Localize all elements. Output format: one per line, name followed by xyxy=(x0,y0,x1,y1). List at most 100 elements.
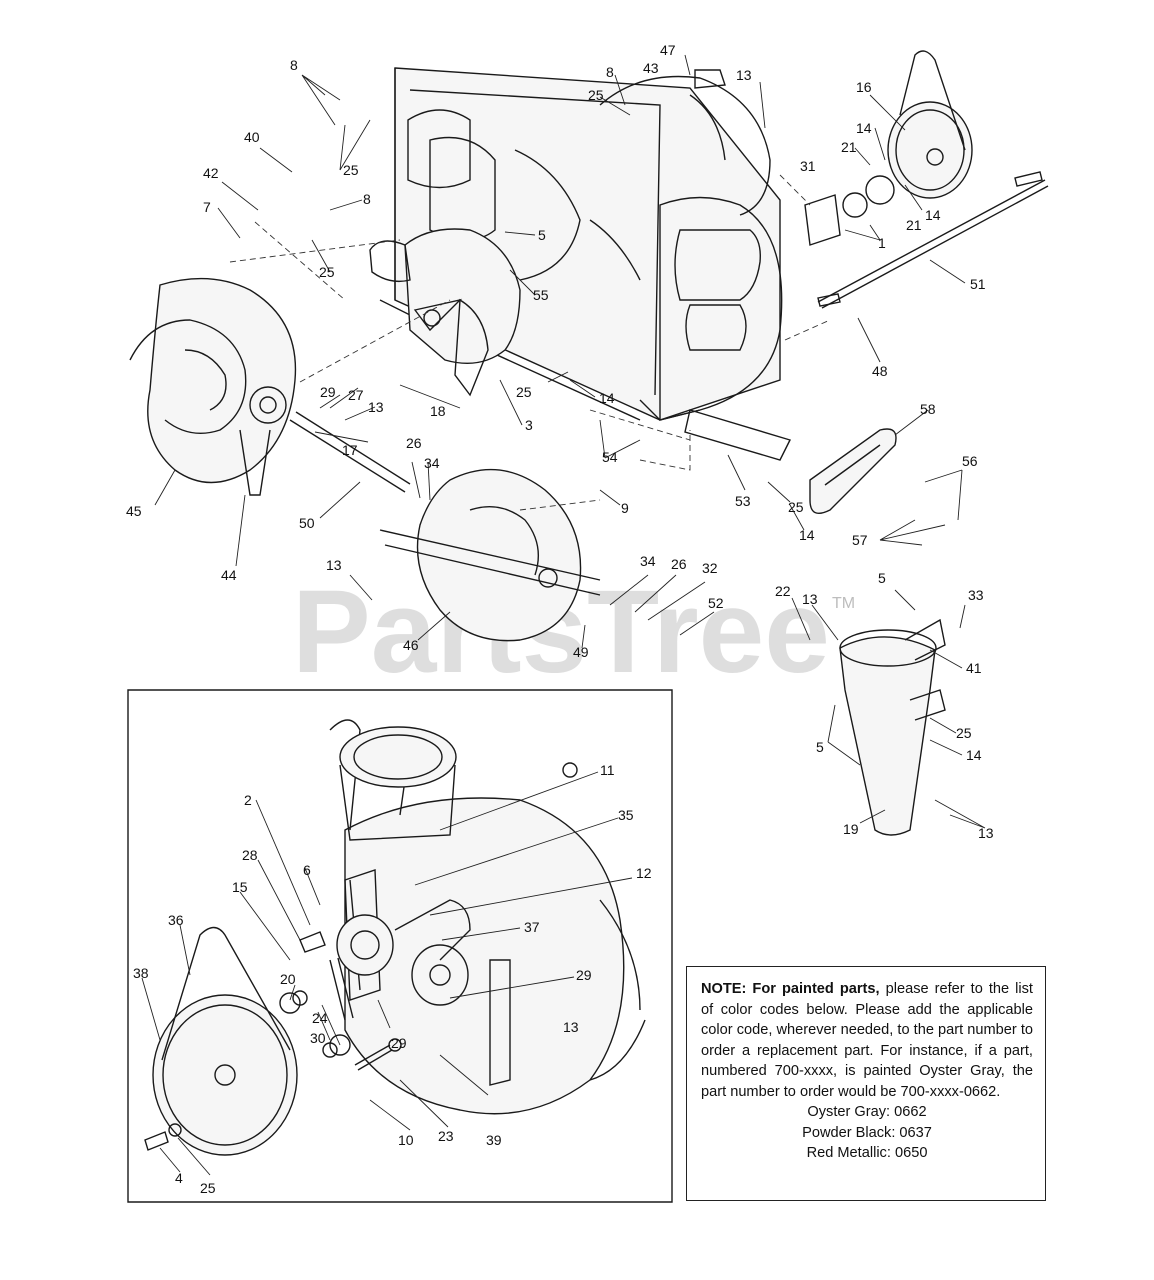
callout-19: 19 xyxy=(843,821,859,837)
bearing-and-pulley xyxy=(804,50,973,246)
callout-22: 22 xyxy=(775,583,791,599)
drive-rod xyxy=(817,171,1049,309)
callout-labels: 1 2 3 4 5 5 5 6 7 8 8 8 9 10 11 12 13 13… xyxy=(126,42,994,1196)
color-code-powder-black: Powder Black: 0637 xyxy=(802,1124,932,1141)
callout-38: 38 xyxy=(133,965,149,981)
callout-26a: 26 xyxy=(406,435,422,451)
callout-2: 2 xyxy=(244,792,252,808)
callout-25d: 25 xyxy=(516,384,532,400)
callout-23: 23 xyxy=(438,1128,454,1144)
callout-20: 20 xyxy=(280,971,296,987)
callout-25b: 25 xyxy=(319,264,335,280)
callout-45: 45 xyxy=(126,503,142,519)
callout-1: 1 xyxy=(878,235,886,251)
callout-56: 56 xyxy=(962,453,978,469)
callout-58: 58 xyxy=(920,401,936,417)
painted-parts-note: NOTE: For painted parts, please refer to… xyxy=(686,966,1046,1201)
callout-13c: 13 xyxy=(326,557,342,573)
discharge-chute xyxy=(839,618,946,836)
callout-9: 9 xyxy=(621,500,629,516)
callout-13b: 13 xyxy=(368,399,384,415)
callout-27: 27 xyxy=(348,387,364,403)
callout-25g: 25 xyxy=(200,1180,216,1196)
callout-13d: 13 xyxy=(802,591,818,607)
callout-13f: 13 xyxy=(563,1019,579,1035)
inset-bearing-plate xyxy=(336,869,471,1006)
shave-plate xyxy=(684,409,791,461)
callout-52: 52 xyxy=(708,595,724,611)
auger-right xyxy=(379,468,601,642)
color-code-red-metallic: Red Metallic: 0650 xyxy=(806,1145,928,1161)
callout-5c: 5 xyxy=(816,739,824,755)
callout-11: 11 xyxy=(600,762,615,778)
callout-12: 12 xyxy=(636,865,652,881)
callout-51: 51 xyxy=(970,276,986,292)
callout-14d: 14 xyxy=(799,527,815,543)
callout-26b: 26 xyxy=(671,556,687,572)
callout-7: 7 xyxy=(203,199,211,215)
callout-8b: 8 xyxy=(363,191,371,207)
callout-49: 49 xyxy=(573,644,589,660)
callout-17: 17 xyxy=(342,442,358,458)
callout-42: 42 xyxy=(203,165,219,181)
callout-21b: 21 xyxy=(906,217,922,233)
callout-34a: 34 xyxy=(424,455,440,471)
callout-29c: 29 xyxy=(391,1035,407,1051)
callout-37: 37 xyxy=(524,919,540,935)
callout-29b: 29 xyxy=(576,967,592,983)
callout-30: 30 xyxy=(310,1030,326,1046)
callout-25c: 25 xyxy=(588,87,604,103)
callout-5a: 5 xyxy=(538,227,546,243)
callout-8a: 8 xyxy=(290,57,298,73)
callout-21a: 21 xyxy=(841,139,857,155)
callout-28: 28 xyxy=(242,847,258,863)
callout-13e: 13 xyxy=(978,825,994,841)
callout-54: 54 xyxy=(602,449,618,465)
callout-25f: 25 xyxy=(956,725,972,741)
callout-35: 35 xyxy=(618,807,634,823)
auger-shaft xyxy=(289,411,411,493)
callout-48: 48 xyxy=(872,363,888,379)
inset-housing xyxy=(329,719,646,1115)
color-code-list: Oyster Gray: 0662 Powder Black: 0637 Red… xyxy=(701,1102,1033,1164)
callout-53: 53 xyxy=(735,493,751,509)
callout-15: 15 xyxy=(232,879,248,895)
callout-41: 41 xyxy=(966,660,982,676)
auger-left xyxy=(129,277,297,496)
watermark-trademark: TM xyxy=(832,595,855,612)
note-text: NOTE: For painted parts, please refer to… xyxy=(701,979,1033,1102)
assembly-lines xyxy=(229,174,831,511)
callout-14c: 14 xyxy=(599,390,615,406)
skid-shoe xyxy=(809,428,897,514)
inset-small-parts xyxy=(144,931,402,1151)
callout-32: 32 xyxy=(702,560,718,576)
callout-25e: 25 xyxy=(788,499,804,515)
callout-14b: 14 xyxy=(925,207,941,223)
callout-34b: 34 xyxy=(640,553,656,569)
impeller xyxy=(369,228,521,397)
note-body: please refer to the list of color codes … xyxy=(701,981,1033,1100)
callout-50: 50 xyxy=(299,515,315,531)
callout-43: 43 xyxy=(643,60,659,76)
callout-36: 36 xyxy=(168,912,184,928)
callout-29a: 29 xyxy=(320,384,336,400)
callout-8c: 8 xyxy=(606,64,614,80)
callout-14e: 14 xyxy=(966,747,982,763)
inset-spring xyxy=(329,957,354,1021)
callout-47: 47 xyxy=(660,42,676,58)
leader-lines xyxy=(141,54,986,1176)
callout-4: 4 xyxy=(175,1170,183,1186)
inset-pulley xyxy=(152,926,298,1156)
callout-25a: 25 xyxy=(343,162,359,178)
callout-5b: 5 xyxy=(878,570,886,586)
callout-46: 46 xyxy=(403,637,419,653)
callout-16: 16 xyxy=(856,79,872,95)
callout-14a: 14 xyxy=(856,120,872,136)
callout-6: 6 xyxy=(303,862,311,878)
callout-10: 10 xyxy=(398,1132,414,1148)
callout-39: 39 xyxy=(486,1132,502,1148)
callout-44: 44 xyxy=(221,567,237,583)
callout-31: 31 xyxy=(800,158,816,174)
inset-frame xyxy=(127,689,673,1203)
